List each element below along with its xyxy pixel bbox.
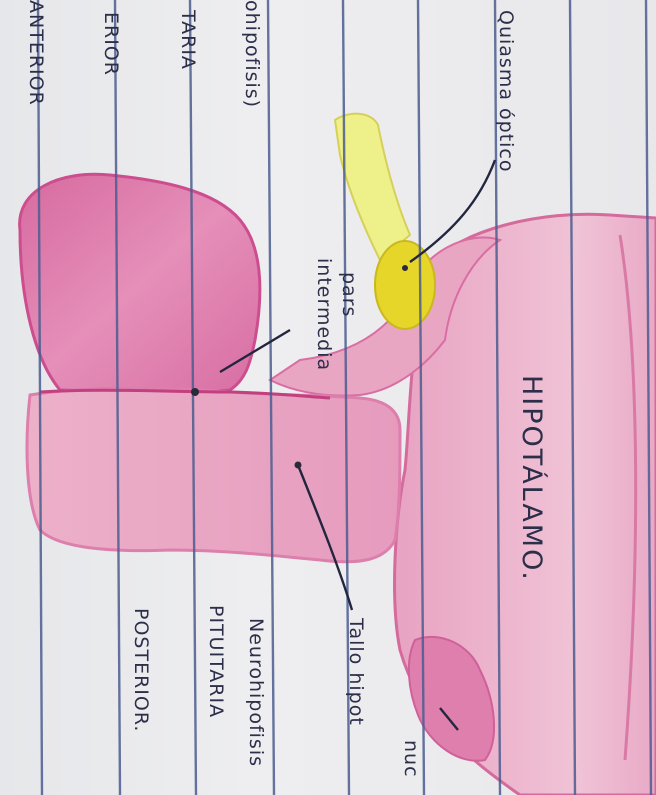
optic-nerve-shape — [335, 114, 410, 260]
label-hipotalamo: HIPOTÁLAMO. — [516, 375, 548, 582]
label-erior: ERIOR — [100, 12, 122, 76]
posterior-lobe-shape — [27, 388, 400, 562]
label-posterior: POSTERIOR. — [130, 608, 152, 732]
label-nucleo: nuc — [400, 740, 422, 778]
label-pituitaria: PITUITARIA — [205, 605, 227, 718]
optic-chiasm-shape — [375, 241, 435, 329]
label-tallo: Tallo hipot — [345, 617, 367, 726]
label-quiasma: Quiasma óptico — [495, 10, 517, 173]
label-ohipofisis: ohipofisis) — [241, 0, 263, 108]
label-taria: TARIA — [177, 9, 199, 70]
label-pars: pars — [338, 272, 360, 317]
label-intermedia: intermedia — [313, 258, 335, 371]
label-neurohipofisis: Neurohipofisis — [245, 618, 267, 767]
anterior-lobe-shape — [20, 174, 260, 392]
label-anterior: ANTERIOR — [25, 0, 47, 106]
